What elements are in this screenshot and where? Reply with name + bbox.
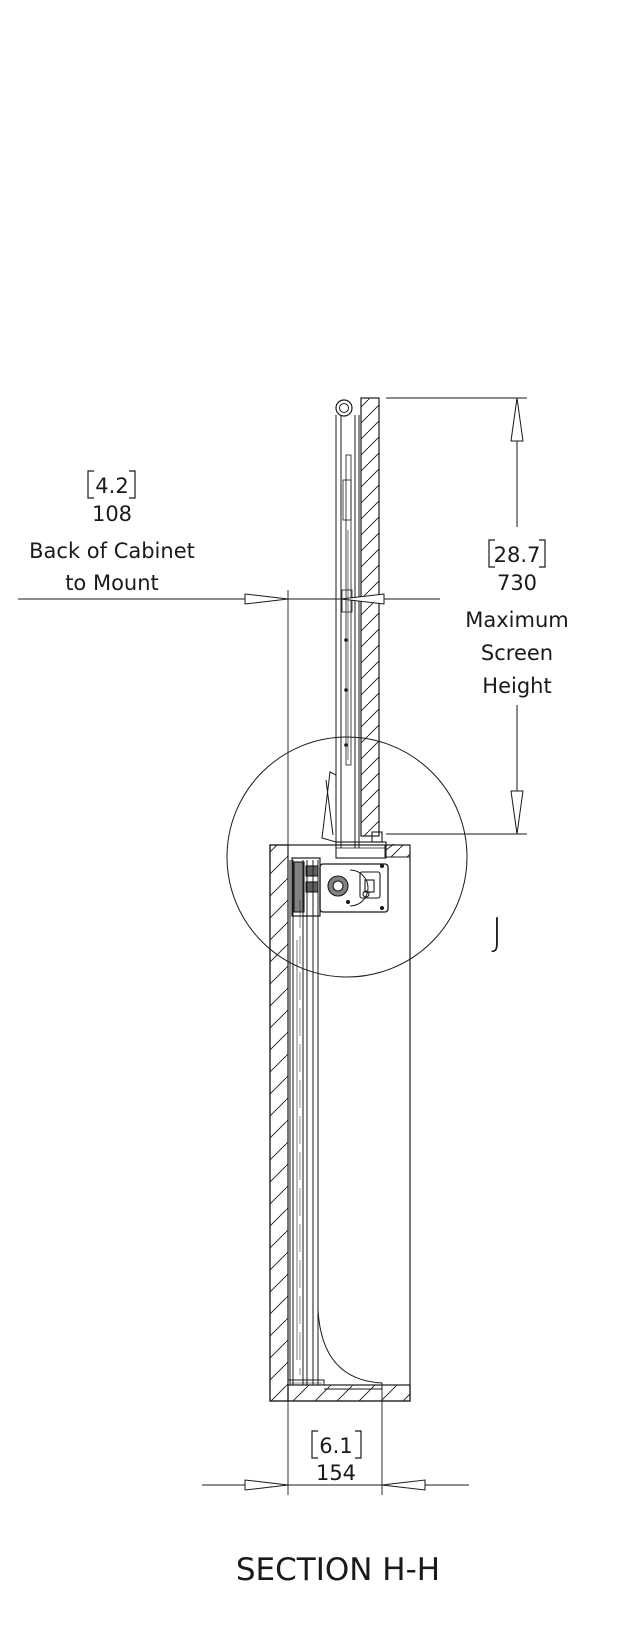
foot-plate: [317, 1309, 383, 1390]
dimension-depth: [202, 1389, 469, 1495]
cabinet: [269, 844, 411, 1402]
screen-height-line2: Screen: [481, 641, 553, 665]
screen-height-line1: Maximum: [465, 608, 568, 632]
depth-metric: 154: [316, 1461, 356, 1485]
label-screen-height: 28.7 730 Maximum Screen Height: [465, 539, 569, 698]
dimension-screen-height: [386, 397, 527, 835]
back-to-mount-line2: to Mount: [65, 571, 159, 595]
dimension-back-to-mount: [18, 590, 440, 845]
screen-height-line3: Height: [482, 674, 551, 698]
lift-mast: [335, 415, 360, 848]
motor-mechanism: [291, 831, 395, 917]
label-back-to-mount: 4.2 108 Back of Cabinet to Mount: [29, 470, 195, 595]
section-title: SECTION H-H: [236, 1552, 440, 1588]
screen-height-imperial: 28.7: [494, 543, 541, 567]
top-pulley: [335, 399, 353, 417]
label-depth: 6.1 154: [311, 1430, 362, 1485]
back-to-mount-imperial: 4.2: [95, 474, 128, 498]
mount-bracket: [321, 771, 337, 843]
detail-label-j: J: [491, 910, 502, 954]
screen-panel: [360, 397, 380, 837]
inner-rails: [287, 860, 325, 1386]
depth-imperial: 6.1: [319, 1434, 352, 1458]
back-to-mount-line1: Back of Cabinet: [29, 539, 195, 563]
back-to-mount-metric: 108: [92, 502, 132, 526]
detail-circle: [226, 736, 468, 978]
screen-height-metric: 730: [497, 571, 537, 595]
